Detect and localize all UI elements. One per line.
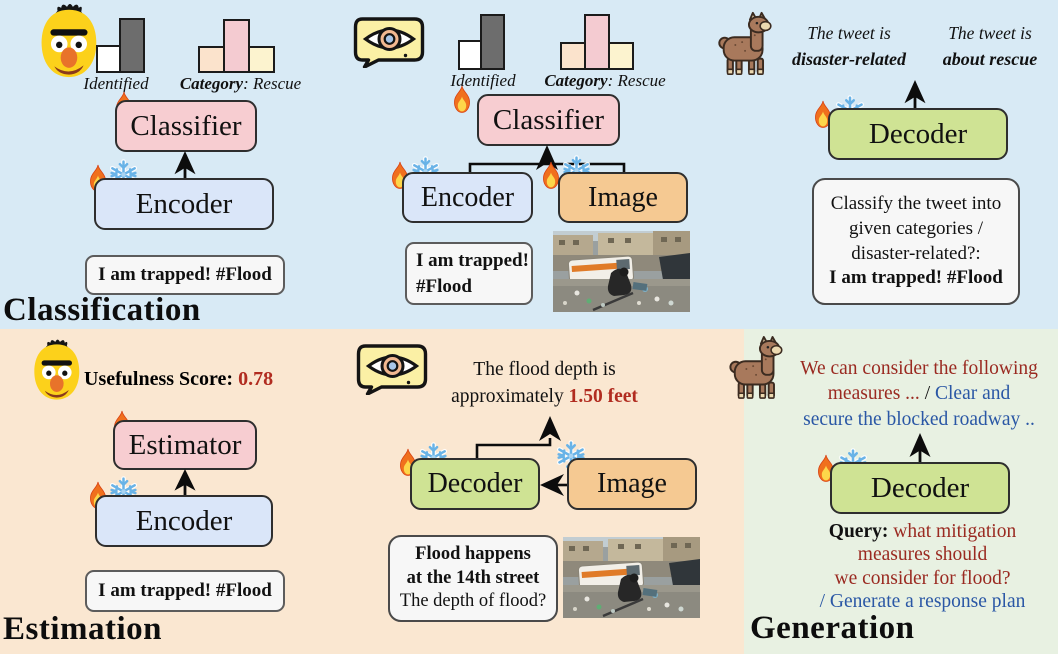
prompt-input-box: Classify the tweet into given categories… (812, 178, 1020, 305)
decoder-output-elbow-arrow (475, 416, 561, 458)
eye-speech-bubble-icon (355, 343, 430, 395)
tweet-input-box: I am trapped!#Flood (405, 242, 533, 305)
tweet-input-box: I am trapped! #Flood (85, 570, 285, 612)
image-box: Image (567, 458, 697, 510)
category-bar-left (560, 42, 586, 70)
classifier-box: Classifier (477, 94, 620, 146)
category-bar-left (198, 46, 225, 73)
decoder-output-arrow (903, 80, 927, 109)
estimator-box: Estimator (113, 420, 257, 470)
decoder-output-arrow (908, 433, 932, 463)
identified-chart-label: Identified (450, 71, 516, 90)
llama-icon (712, 10, 782, 80)
encoder-box: Encoder (95, 495, 273, 547)
encoder-box: Encoder (402, 172, 533, 223)
bert-face-icon (24, 331, 88, 409)
generation-section-label: Generation (750, 610, 915, 646)
decoder-box: Decoder (410, 458, 540, 510)
fire-icon (450, 85, 474, 115)
identified-bar-low (458, 40, 482, 70)
flood-photo (553, 231, 690, 312)
generation-output-text: We can consider the following measures .… (800, 358, 1038, 430)
encoder-to-estimator-arrow (173, 469, 197, 496)
category-bar-right (608, 42, 634, 70)
decoder-box: Decoder (830, 462, 1010, 514)
image-to-decoder-arrow (540, 474, 569, 496)
category-bar-mid (584, 14, 610, 70)
category-chart-label: Category: Rescue (179, 74, 302, 93)
category-bar-right (248, 46, 275, 73)
decoder-box: Decoder (828, 108, 1008, 160)
eye-speech-bubble-icon (352, 16, 427, 68)
query-input-box: Flood happens at the 14th street The dep… (388, 535, 558, 622)
generation-query-text: Query: what mitigation measures should w… (819, 521, 1026, 613)
category-chart-label: Category: Rescue (544, 71, 666, 90)
usefulness-score-text: Usefulness Score: 0.78 (84, 368, 274, 390)
depth-output-text: The flood depth is approximately 1.50 fe… (451, 359, 638, 408)
category-bar-mid (223, 19, 250, 73)
classification-section-label: Classification (3, 292, 201, 328)
identified-bar-high (119, 18, 145, 73)
encoder-box: Encoder (94, 178, 274, 230)
estimation-section-label: Estimation (3, 611, 163, 647)
fusion-bracket-arrow (468, 145, 626, 174)
llama-icon (727, 334, 789, 404)
identified-chart-label: Identified (83, 74, 149, 93)
identified-bar-high (480, 14, 505, 70)
flood-photo (563, 537, 700, 618)
classifier-box: Classifier (115, 100, 257, 152)
tweet-input-box: I am trapped! #Flood (85, 255, 285, 295)
encoder-to-classifier-arrow (173, 151, 197, 180)
image-box: Image (558, 172, 688, 223)
identified-bar-low (96, 45, 121, 73)
